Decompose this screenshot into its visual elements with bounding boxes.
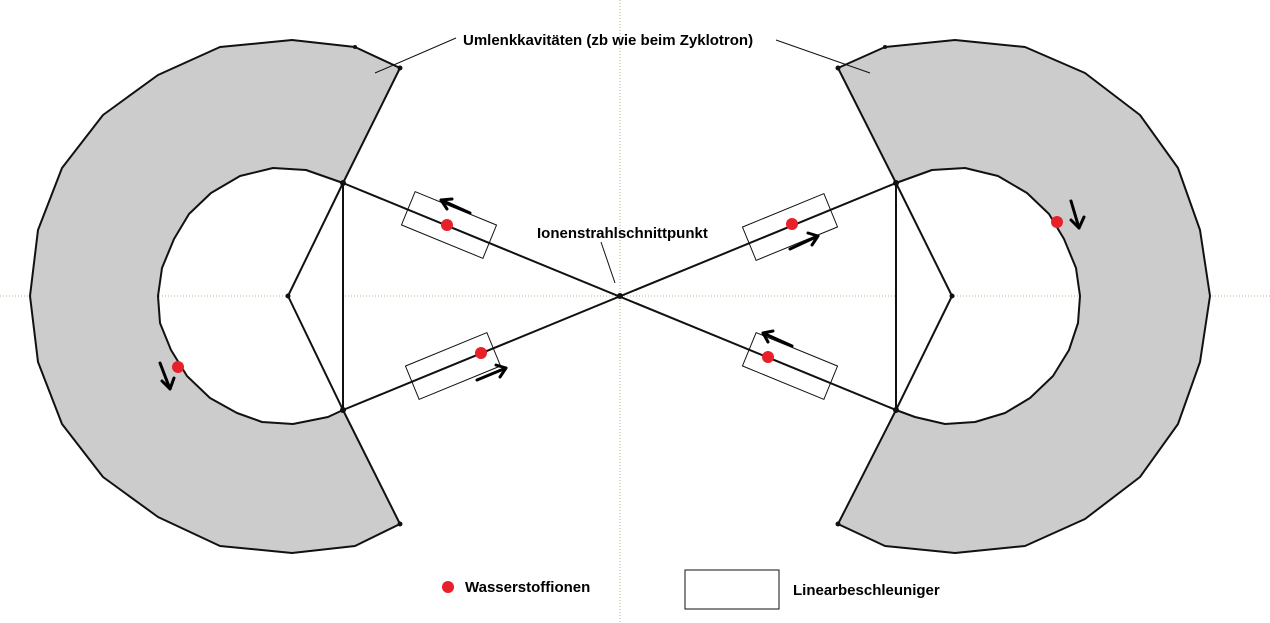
intersection-label: Ionenstrahlschnittpunkt (537, 225, 708, 242)
hydrogen-ion (475, 347, 487, 359)
beam-node-right-top (893, 180, 899, 186)
left-cavity-bottom-corner (397, 521, 403, 527)
cavities-label: Umlenkkavitäten (zb wie beim Zyklotron) (463, 32, 753, 49)
cavity-leader-right (775, 39, 871, 74)
arrow-icon (1069, 199, 1086, 230)
intersection-leader (600, 241, 616, 284)
beam-node-left-top (340, 180, 346, 186)
cavity-leader-left (374, 37, 457, 74)
left-cavity-vertex (285, 293, 291, 299)
left-deflection-cavity (29, 39, 401, 554)
legend: Wasserstoffionen Linearbeschleuniger (442, 569, 940, 610)
hydrogen-ion (762, 351, 774, 363)
hydrogen-ion (1051, 216, 1063, 228)
linear-accelerator-lower-right (741, 331, 839, 401)
linear-accelerator-lower-left (404, 331, 502, 401)
left-cavity-edge-point (353, 45, 357, 49)
right-cavity-vertex (949, 293, 955, 299)
beam-node-right-bottom (893, 407, 899, 413)
legend-ions-label: Wasserstoffionen (465, 579, 590, 596)
arrow-icon (475, 363, 508, 382)
legend-accelerator-label: Linearbeschleuniger (793, 582, 940, 599)
linear-accelerator-upper-left (400, 190, 498, 260)
hydrogen-ion (172, 361, 184, 373)
arrow-icon (158, 361, 176, 391)
right-cavity-top-corner (835, 65, 841, 71)
arrow-icon (761, 329, 794, 348)
left-cavity-top-corner (397, 65, 403, 71)
right-cavity-edge-point (883, 45, 887, 49)
intersection-point (617, 293, 623, 299)
arrow-icon (788, 231, 820, 251)
right-cavity-bottom-corner (835, 521, 841, 527)
legend-ion-swatch (442, 581, 454, 593)
hydrogen-ion (786, 218, 798, 230)
left-cavity-notch (287, 182, 344, 411)
beam-node-left-bottom (340, 407, 346, 413)
arrow-icon (439, 197, 472, 215)
right-cavity-notch (895, 182, 953, 411)
legend-accelerator-swatch (684, 569, 780, 610)
linear-accelerator-upper-right (741, 192, 839, 262)
right-deflection-cavity (837, 39, 1211, 554)
hydrogen-ion (441, 219, 453, 231)
